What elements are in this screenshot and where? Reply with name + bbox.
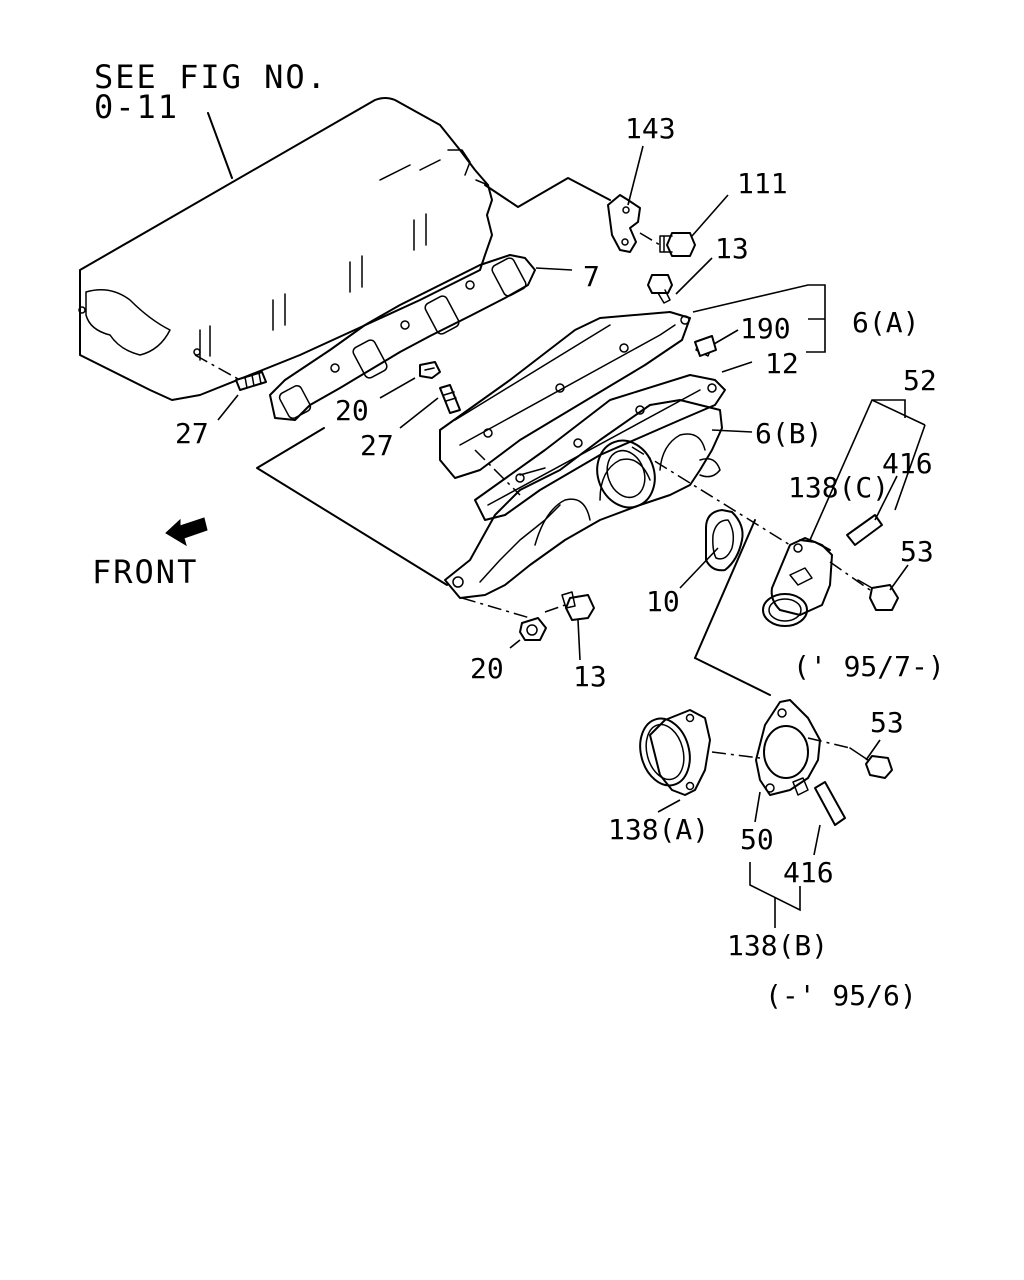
callout-416-top: 416 (882, 447, 933, 480)
callout-50: 50 (740, 823, 774, 856)
callout-138b: 138(B) (727, 929, 828, 962)
callout-6b: 6(B) (755, 417, 822, 450)
stud-416-top (846, 514, 883, 546)
callout-53-top: 53 (900, 535, 934, 568)
reference-note-line1: SEE FIG NO. (94, 58, 328, 96)
callout-53-bottom: 53 (870, 706, 904, 739)
collar-190 (694, 335, 717, 357)
heat-shield-upper (439, 311, 713, 479)
callout-416-bottom: 416 (783, 856, 834, 889)
exhaust-pipe-flange-c (762, 537, 833, 627)
callout-6a: 6(A) (852, 306, 919, 339)
reference-note-line2: 0-11 (94, 88, 179, 126)
callout-27-left: 27 (175, 417, 209, 450)
exhaust-manifold (444, 399, 723, 599)
front-label: FRONT (92, 553, 198, 591)
date-note-from-95-7: (' 95/7-) (793, 650, 945, 683)
callout-111: 111 (737, 167, 788, 200)
bolt-53-bottom (849, 747, 893, 779)
callout-27-mid: 27 (360, 429, 394, 462)
bracket (607, 194, 641, 253)
manifold-gasket (269, 254, 536, 421)
exhaust-pipe-flange-a (639, 709, 711, 796)
exhaust-pipe-flange-b (755, 699, 821, 796)
callout-190: 190 (740, 312, 791, 345)
bolt-53-top (857, 579, 899, 611)
callout-20-bottom: 20 (470, 652, 504, 685)
bolt-13-lower (561, 591, 595, 621)
stud-416-bottom (814, 781, 846, 826)
stud-27-left (235, 371, 267, 391)
bolt-13-upper (647, 274, 673, 304)
heat-shield-lower (474, 374, 726, 521)
callout-13-top: 13 (715, 232, 749, 265)
callout-7: 7 (583, 260, 600, 293)
callout-13-bottom: 13 (573, 660, 607, 693)
callout-labels: SEE FIG NO. 0-11 FRONT 143 111 13 7 6(A)… (92, 58, 945, 1012)
callout-138c: 138(C) (788, 471, 889, 504)
callout-10: 10 (646, 585, 680, 618)
assembly-lines (194, 112, 871, 759)
nut-20-bottom (519, 617, 547, 641)
bolt-111 (659, 232, 696, 257)
date-note-to-95-6: (-' 95/6) (765, 979, 917, 1012)
stud-27-mid (439, 384, 461, 414)
callout-12: 12 (765, 347, 799, 380)
callout-20-mid: 20 (335, 394, 369, 427)
callout-143: 143 (625, 112, 676, 145)
cylinder-head-outline (78, 97, 493, 401)
nut-20-mid (419, 361, 441, 379)
callout-52: 52 (903, 364, 937, 397)
leader-lines (217, 145, 926, 928)
front-direction-arrow-icon (165, 517, 208, 547)
callout-138a: 138(A) (608, 813, 709, 846)
